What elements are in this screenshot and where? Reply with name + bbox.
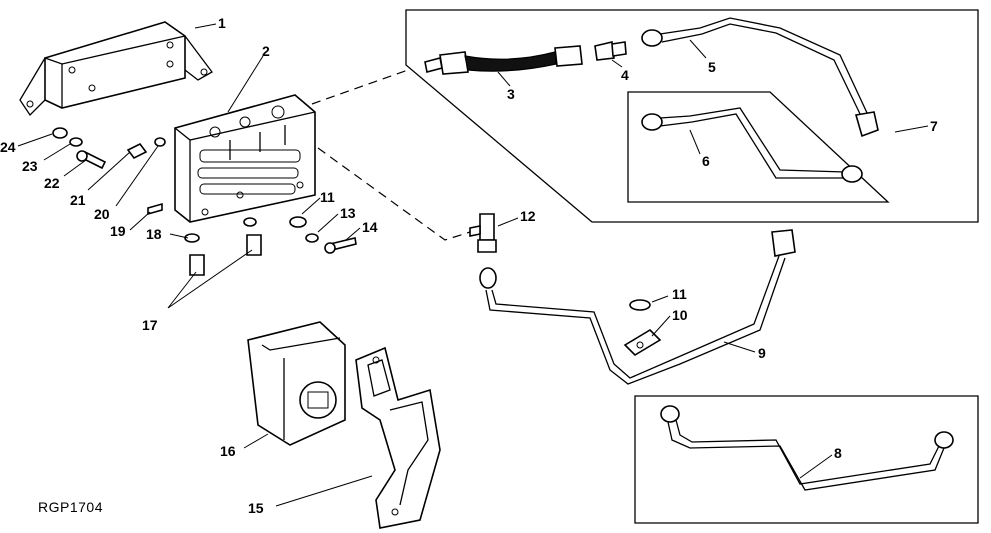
callout-20: 20 bbox=[94, 206, 110, 222]
part-9-line bbox=[479, 229, 796, 385]
callout-8: 8 bbox=[834, 445, 842, 461]
box-7-group bbox=[405, 9, 979, 223]
fasteners-left bbox=[52, 127, 357, 276]
callout-5: 5 bbox=[708, 59, 716, 75]
part-16-cover bbox=[247, 321, 346, 446]
callout-3: 3 bbox=[507, 86, 515, 102]
callout-15: 15 bbox=[248, 500, 264, 516]
callout-14: 14 bbox=[362, 219, 378, 235]
callout-6: 6 bbox=[702, 153, 710, 169]
part-15-bracket bbox=[355, 346, 441, 529]
box-8-group bbox=[634, 395, 979, 524]
part-12-tee bbox=[469, 213, 497, 253]
callout-9: 9 bbox=[758, 345, 766, 361]
callout-labels: 1 2 3 4 5 6 7 8 9 10 11 12 11 13 14 15 1… bbox=[0, 15, 938, 516]
callout-22: 22 bbox=[44, 175, 60, 191]
callout-1: 1 bbox=[218, 15, 226, 31]
figure-code: RGP1704 bbox=[38, 499, 103, 515]
callout-10: 10 bbox=[672, 307, 688, 323]
callout-12: 12 bbox=[520, 208, 536, 224]
callout-19: 19 bbox=[110, 223, 126, 239]
part-1-plate bbox=[19, 21, 213, 117]
dashed-leader-upper bbox=[311, 69, 409, 105]
callout-7: 7 bbox=[930, 118, 938, 134]
parts-10-11-clip bbox=[623, 299, 662, 357]
callout-13: 13 bbox=[340, 205, 356, 221]
leader-lines bbox=[17, 23, 929, 507]
callout-24: 24 bbox=[0, 139, 16, 155]
part-2-manifold-plate bbox=[174, 94, 316, 223]
callout-4: 4 bbox=[621, 67, 629, 83]
callout-17: 17 bbox=[142, 317, 158, 333]
callout-16: 16 bbox=[220, 443, 236, 459]
callout-11-left: 11 bbox=[320, 189, 335, 205]
callout-21: 21 bbox=[70, 192, 86, 208]
callout-11-right: 11 bbox=[672, 286, 687, 302]
dashed-leader-lower bbox=[317, 147, 471, 241]
callout-18: 18 bbox=[146, 226, 162, 242]
callout-23: 23 bbox=[22, 158, 38, 174]
callout-2: 2 bbox=[262, 43, 270, 59]
